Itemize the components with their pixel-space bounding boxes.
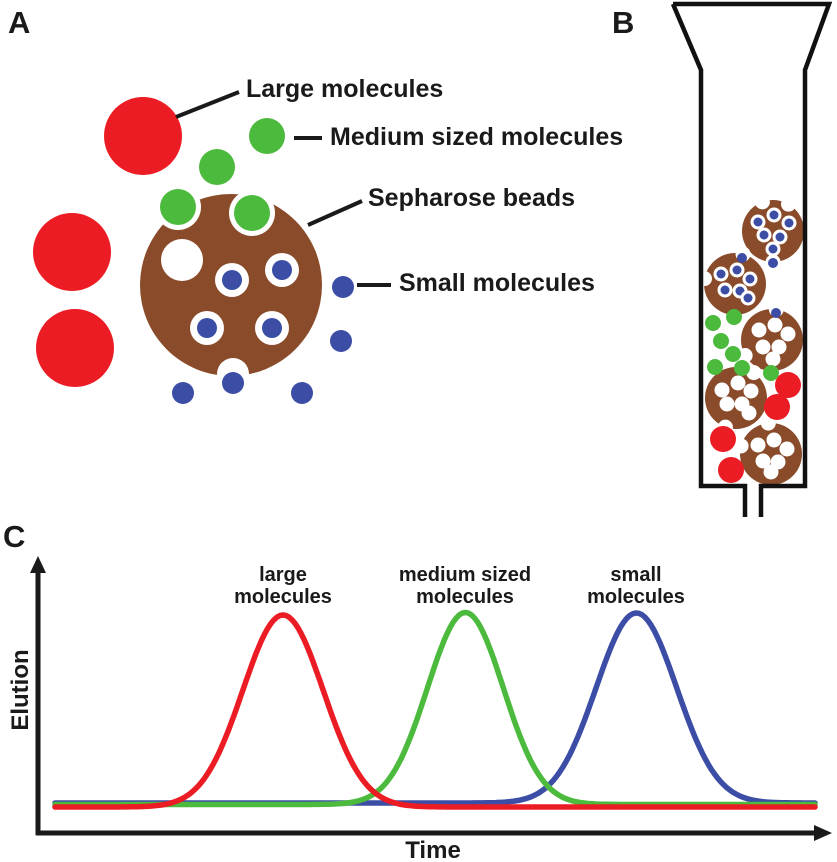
small-molecule: [291, 382, 313, 404]
bead-pore: [767, 317, 783, 333]
bead-pore: [751, 322, 767, 338]
peak-label-medium-line2: molecules: [416, 586, 514, 608]
bead-pore: [765, 351, 781, 367]
bead-rim-pocket: [733, 438, 749, 454]
medium-molecule: [725, 346, 741, 362]
small-molecule: [332, 276, 354, 298]
small-molecule-in-pore: [732, 265, 742, 275]
panel-b-letter: B: [612, 5, 634, 40]
small-molecule-in-pore: [759, 230, 769, 240]
small-molecule-in-pore: [745, 274, 755, 284]
medium-molecule: [160, 189, 196, 225]
bead-pore: [750, 437, 766, 453]
bead-rim-pocket: [737, 348, 753, 363]
panel-a-shapes: [33, 97, 354, 404]
small-molecule-in-pore: [197, 318, 217, 338]
small-molecule-in-pore: [769, 210, 779, 220]
small-molecule: [768, 258, 778, 268]
chromatography-column-outline: [670, 1, 833, 517]
bead-pore: [771, 339, 787, 355]
peak-annotation-small: small molecules: [587, 564, 685, 608]
bead-pore: [780, 326, 796, 342]
small-molecule: [771, 308, 781, 318]
small-molecule-in-pore: [753, 217, 763, 227]
panel-b: B: [612, 1, 833, 517]
large-molecule: [718, 457, 744, 483]
small-molecule-in-pore: [222, 270, 242, 290]
bead-pore: [741, 405, 757, 421]
peak-label-large-line1: large: [259, 564, 307, 586]
label-large-molecules: Large molecules: [246, 75, 443, 103]
medium-molecule: [249, 118, 285, 154]
medium-molecule: [234, 195, 270, 231]
small-molecule-in-pore: [262, 318, 282, 338]
small-molecule-in-pore: [768, 244, 778, 254]
bead-pore: [779, 441, 795, 457]
peak-annotation-large: large molecules: [234, 564, 332, 608]
elution-curve-green: [52, 609, 818, 808]
peak-label-small-line1: small: [610, 564, 661, 586]
bead-rim-pocket: [754, 194, 770, 210]
leader-line-sepharose: [307, 199, 363, 227]
panel-c: C Elution Time large molecules medium si…: [3, 519, 832, 862]
small-molecule: [172, 382, 194, 404]
small-molecule: [330, 330, 352, 352]
bead-pore: [763, 464, 779, 480]
large-molecule: [764, 394, 790, 420]
large-molecule: [36, 309, 114, 387]
label-medium-molecules: Medium sized molecules: [330, 123, 623, 151]
panel-b-shapes: [696, 194, 804, 485]
panel-a: A Large molecules Medium sized molecules…: [8, 5, 623, 404]
y-axis-arrow-icon: [30, 556, 46, 573]
label-small-molecules: Small molecules: [399, 269, 595, 297]
large-molecule: [33, 213, 111, 291]
bead-pore: [719, 396, 735, 412]
medium-molecule: [705, 315, 721, 331]
bead-pore: [755, 453, 771, 469]
elution-curve-blue: [52, 610, 818, 806]
medium-molecule: [734, 360, 750, 376]
x-axis-arrow-icon: [814, 825, 832, 841]
small-molecule-in-pore: [743, 293, 753, 303]
bead-pore: [766, 432, 782, 448]
medium-molecule: [707, 359, 723, 375]
bead-rim-pocket: [781, 196, 796, 212]
peak-label-small-line2: molecules: [587, 586, 685, 608]
small-molecule-in-pore: [716, 269, 726, 279]
small-molecule-in-pore: [784, 218, 794, 228]
elution-curve-red: [52, 612, 818, 810]
elution-curves: [52, 609, 818, 810]
peak-annotation-medium: medium sized molecules: [399, 564, 531, 608]
small-molecule-in-pore: [775, 232, 785, 242]
large-molecule: [710, 426, 736, 452]
leader-line-large: [175, 90, 240, 119]
small-molecule: [222, 372, 244, 394]
small-molecule-in-pore: [272, 260, 292, 280]
bead-pore: [714, 382, 730, 398]
medium-molecule: [726, 309, 742, 325]
small-molecule: [737, 253, 747, 263]
panel-a-letter: A: [8, 5, 30, 40]
bead-pore: [730, 375, 746, 391]
label-sepharose-beads: Sepharose beads: [368, 184, 575, 212]
large-molecule: [775, 372, 801, 398]
x-axis-label: Time: [405, 837, 461, 862]
bead-rim-pocket: [760, 415, 776, 431]
small-molecule-in-pore: [720, 285, 730, 295]
bead-pore: [161, 239, 203, 281]
peak-label-medium-line1: medium sized: [399, 564, 531, 586]
large-molecule: [104, 97, 182, 175]
medium-molecule: [713, 333, 729, 349]
bead-pore: [755, 339, 771, 355]
sepharose-bead: [704, 253, 766, 315]
bead-rim-pocket: [746, 365, 762, 381]
peak-label-large-line2: molecules: [234, 586, 332, 608]
medium-molecule: [763, 365, 779, 381]
medium-molecule: [199, 149, 235, 185]
panel-c-letter: C: [3, 519, 25, 554]
bead-pore: [743, 383, 759, 399]
y-axis-label: Elution: [7, 649, 34, 730]
